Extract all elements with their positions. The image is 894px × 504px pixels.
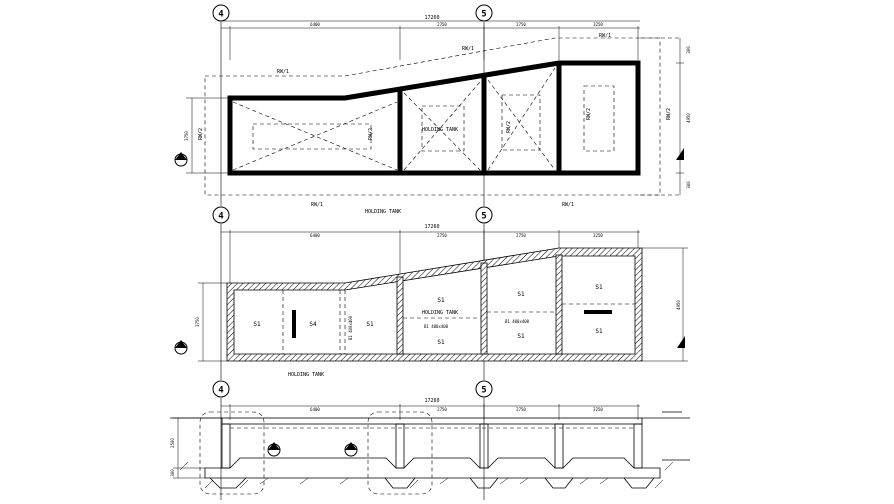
section-arrow-icon — [676, 148, 684, 160]
plan-1-dimension-line: 17260 6400 2750 2750 3250 — [221, 15, 640, 60]
section-dim: 2750 — [437, 407, 447, 412]
grid-bubble-4-bottom: 4 — [212, 380, 230, 398]
beam-label: B1 400x400 — [348, 315, 353, 340]
plan-1-right-dims: 300 4950 300 — [676, 38, 691, 195]
grid-bubble-label: 5 — [481, 386, 486, 396]
grid-bubble-label: 4 — [218, 386, 224, 396]
plan-1-wall-label: RW/2 — [506, 121, 512, 133]
section-wall — [554, 423, 564, 469]
plan-2-wall-divider — [480, 262, 488, 355]
plan-1-opening — [487, 67, 556, 171]
section-marker-icon — [174, 152, 188, 167]
plan-2-center-label: HOLDING TANK — [422, 310, 458, 316]
side-dim: 300 — [170, 469, 175, 477]
side-dim: 2500 — [170, 438, 175, 448]
section-left-dims: 2500 300 — [170, 417, 222, 479]
plan-1-dim: 6400 — [310, 22, 320, 27]
plan-1-dim: 3250 — [593, 22, 603, 27]
section-detail-callout — [367, 411, 433, 495]
slab-label: S1 — [366, 321, 374, 328]
plan-1-wall-outline — [227, 60, 641, 176]
plan-1-title: HOLDING TANK — [365, 209, 401, 215]
plan-2-wall-outline — [226, 247, 643, 362]
plan-1-center-label: HOLDING TANK — [422, 127, 458, 133]
grid-bubble-5-mid: 5 — [475, 206, 493, 224]
side-dim: 4950 — [686, 113, 691, 123]
beam-label: B1 400x400 — [505, 319, 530, 324]
side-dim: 300 — [686, 46, 691, 54]
plan-2-title: HOLDING TANK — [288, 372, 324, 378]
section-marker-icon — [344, 442, 358, 457]
plan-1-wall-label: RW/1 — [462, 46, 474, 52]
slab-label: S1 — [437, 339, 445, 346]
grid-bubble-5-bottom: 5 — [475, 380, 493, 398]
section-wall — [633, 423, 643, 469]
plan-2-dim: 2750 — [437, 233, 447, 238]
side-dim: 3750 — [184, 131, 189, 141]
plan-1-wall-label: RW/2 — [198, 128, 204, 140]
plan-1-opening — [232, 101, 398, 171]
section-marker-icon — [174, 340, 188, 355]
section-top-slab — [221, 417, 643, 425]
section-overall-dim: 17260 — [424, 398, 439, 404]
plan-2-dim: 3250 — [593, 233, 603, 238]
grid-bubble-4-mid: 4 — [212, 206, 230, 224]
plan-1-footing-outline — [204, 37, 661, 196]
section-base-slab — [204, 457, 661, 479]
grid-bubble-4-top: 4 — [212, 4, 230, 22]
slab-label: S1 — [437, 297, 445, 304]
plan-2-left-dims: 3750 — [195, 282, 227, 362]
plan-2-column-mark — [584, 310, 612, 314]
section-dim: 2750 — [516, 407, 526, 412]
slab-label: S1 — [517, 291, 525, 298]
plan-1-left-dims: 3750 — [184, 97, 230, 174]
plan-1-dim: 2750 — [516, 22, 526, 27]
grid-bubble-label: 4 — [218, 10, 224, 20]
side-dim: 4950 — [676, 300, 681, 310]
section-footing — [209, 477, 655, 489]
plan-1-wall-label: RW/1 — [277, 69, 289, 75]
plan-1-overall-dim: 17260 — [424, 15, 439, 21]
grid-bubble-label: 5 — [481, 10, 486, 20]
grid-bubble-label: 4 — [218, 212, 224, 222]
plan-1-wall-label: RW/2 — [586, 108, 592, 120]
section-dim: 6400 — [310, 407, 320, 412]
plan-1-dim: 2750 — [437, 22, 447, 27]
side-dim: 3750 — [195, 317, 200, 327]
section-earth-hatch — [179, 461, 674, 489]
section-detail-callout — [199, 411, 265, 495]
slab-label: S4 — [309, 321, 317, 328]
section-arrow-icon — [677, 336, 685, 348]
plan-2-dimension-line: 17260 6400 2750 2750 3250 — [221, 224, 640, 285]
slab-label: S1 — [517, 333, 525, 340]
side-dim: 300 — [686, 181, 691, 189]
plan-2-wall-divider — [396, 276, 404, 355]
plan-1-opening — [403, 81, 481, 171]
plan-1-wall-label: RW/2 — [368, 128, 374, 140]
plan-1-opening — [583, 85, 615, 152]
section-wall — [395, 423, 405, 469]
plan-2-overall-dim: 17260 — [424, 224, 439, 230]
section-dimension-line: 17260 6400 2750 2750 3250 — [221, 398, 640, 420]
section-wall — [221, 423, 231, 469]
beam-label: B1 400x400 — [424, 324, 449, 329]
plan-2-dim: 6400 — [310, 233, 320, 238]
grid-bubble-5-top: 5 — [475, 4, 493, 22]
slab-label: S1 — [253, 321, 261, 328]
plan-1-wall-label: RW/2 — [666, 108, 672, 120]
slab-label: S1 — [595, 328, 603, 335]
section-dim: 3250 — [593, 407, 603, 412]
plan-1-wall-label: RW/1 — [599, 33, 611, 39]
slab-label: S1 — [595, 284, 603, 291]
plan-1-wall-label: RW/1 — [562, 202, 574, 208]
plan-2-column-mark — [292, 310, 296, 338]
plan-2-wall-divider — [555, 254, 563, 355]
plan-2-dim: 2750 — [516, 233, 526, 238]
plan-1-wall-label: RW/1 — [311, 202, 323, 208]
grid-bubble-label: 5 — [481, 212, 486, 222]
section-marker-icon — [267, 442, 281, 457]
